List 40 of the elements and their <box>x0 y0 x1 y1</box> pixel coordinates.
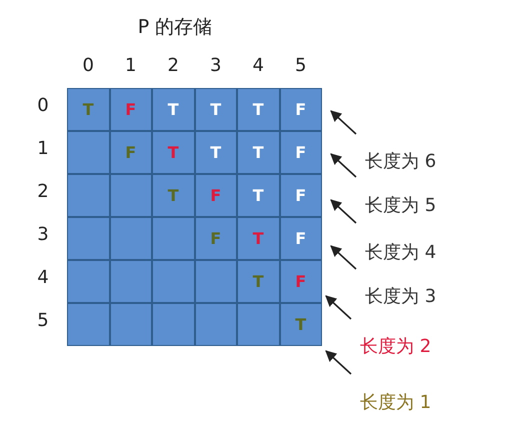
column-header: 2 <box>166 54 180 78</box>
table-cell: F <box>110 131 152 174</box>
length-label: 长度为 3 <box>365 285 436 309</box>
table-cell: T <box>237 217 280 260</box>
table-cell: T <box>152 131 194 174</box>
table-cell: T <box>194 88 237 131</box>
length-label: 长度为 4 <box>365 241 436 265</box>
column-header: 4 <box>252 54 265 78</box>
table-cell: T <box>237 131 280 174</box>
table-cell: T <box>237 260 280 303</box>
table-cell: T <box>67 88 110 131</box>
table-cell: T <box>152 174 194 217</box>
table-cell: F <box>194 217 237 260</box>
table-cell: F <box>280 131 322 174</box>
row-header: 1 <box>36 136 50 160</box>
table-cell: F <box>280 260 322 303</box>
row-header: 2 <box>36 180 50 204</box>
length-label: 长度为 5 <box>365 194 436 218</box>
table-cell: F <box>280 174 322 217</box>
table-cell: F <box>194 174 237 217</box>
table-cell: T <box>152 88 194 131</box>
diagram-title: P 的存储 <box>136 15 214 40</box>
row-header: 4 <box>36 266 50 290</box>
length-label: 长度为 1 <box>360 391 432 415</box>
row-header: 3 <box>36 222 50 246</box>
column-header: 3 <box>209 54 222 78</box>
table-cell: T <box>194 131 237 174</box>
length-label: 长度为 2 <box>360 335 432 359</box>
row-header: 0 <box>36 94 50 118</box>
table-cell: F <box>280 88 322 131</box>
column-header: 5 <box>294 54 308 78</box>
column-header: 0 <box>82 54 95 78</box>
table-cell: T <box>280 303 322 346</box>
table-cell: T <box>237 174 280 217</box>
column-header: 1 <box>124 54 138 78</box>
table-cell: F <box>280 217 322 260</box>
row-header: 5 <box>36 308 50 332</box>
table-cell: T <box>237 88 280 131</box>
table-cell: F <box>110 88 152 131</box>
length-label: 长度为 6 <box>365 150 436 174</box>
